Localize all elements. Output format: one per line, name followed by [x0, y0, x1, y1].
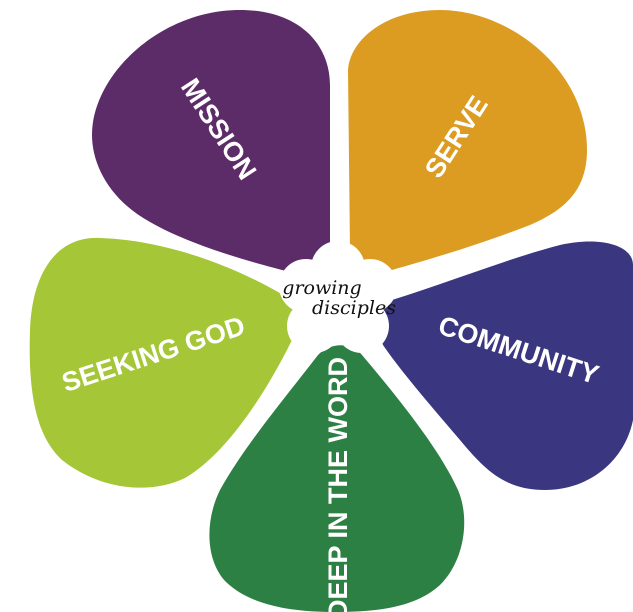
- petal-community-shape: [378, 241, 633, 490]
- petal-deep-in-the-word-label: DEEP IN THE WORD: [323, 357, 353, 612]
- petal-community: COMMUNITY: [378, 241, 633, 490]
- petal-mission: MISSION: [92, 10, 330, 274]
- center-flower-shape: [279, 241, 397, 353]
- center-logo-line-1: growing: [282, 277, 361, 299]
- petal-mission-shape: [92, 10, 330, 274]
- center-logo-line-2: disciples: [312, 297, 396, 319]
- petal-serve: SERVE: [348, 10, 587, 273]
- center-logo: growing disciples: [279, 241, 397, 353]
- petal-seeking-god: SEEKING GOD: [29, 237, 296, 488]
- petal-serve-shape: [348, 10, 587, 273]
- petal-deep-in-the-word: DEEP IN THE WORD: [209, 345, 465, 612]
- petal-deep-in-the-word-shape: [209, 345, 465, 612]
- petal-seeking-god-shape: [29, 237, 296, 488]
